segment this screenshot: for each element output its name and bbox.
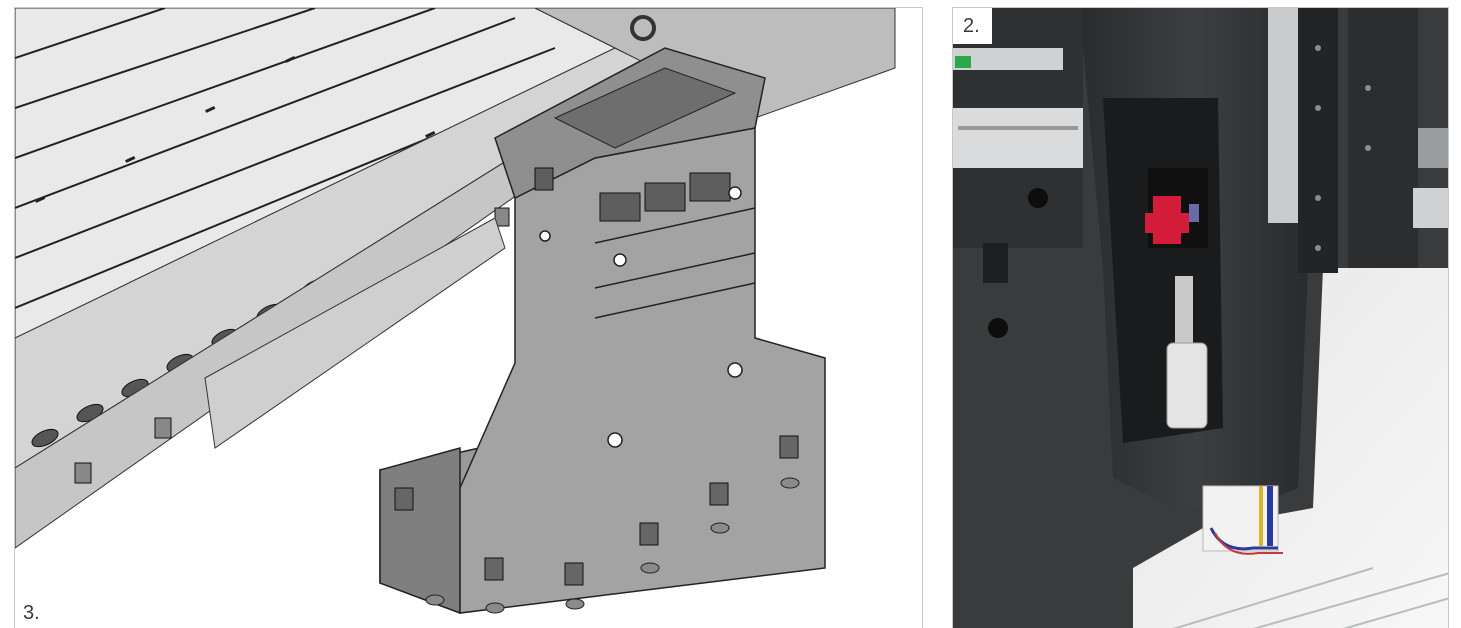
step-label-2: 2. [953, 8, 992, 44]
column-render-panel: 3. [14, 7, 923, 628]
column-holes [539, 186, 743, 448]
spindle-carriage-render [953, 8, 1448, 628]
spindle-render-panel: 2. [952, 7, 1449, 628]
foot-pads [394, 435, 799, 586]
column-windows [534, 167, 731, 222]
machine-column-drawing [15, 8, 896, 615]
bed-slots [15, 8, 576, 309]
step-label-3: 3. [15, 599, 50, 628]
